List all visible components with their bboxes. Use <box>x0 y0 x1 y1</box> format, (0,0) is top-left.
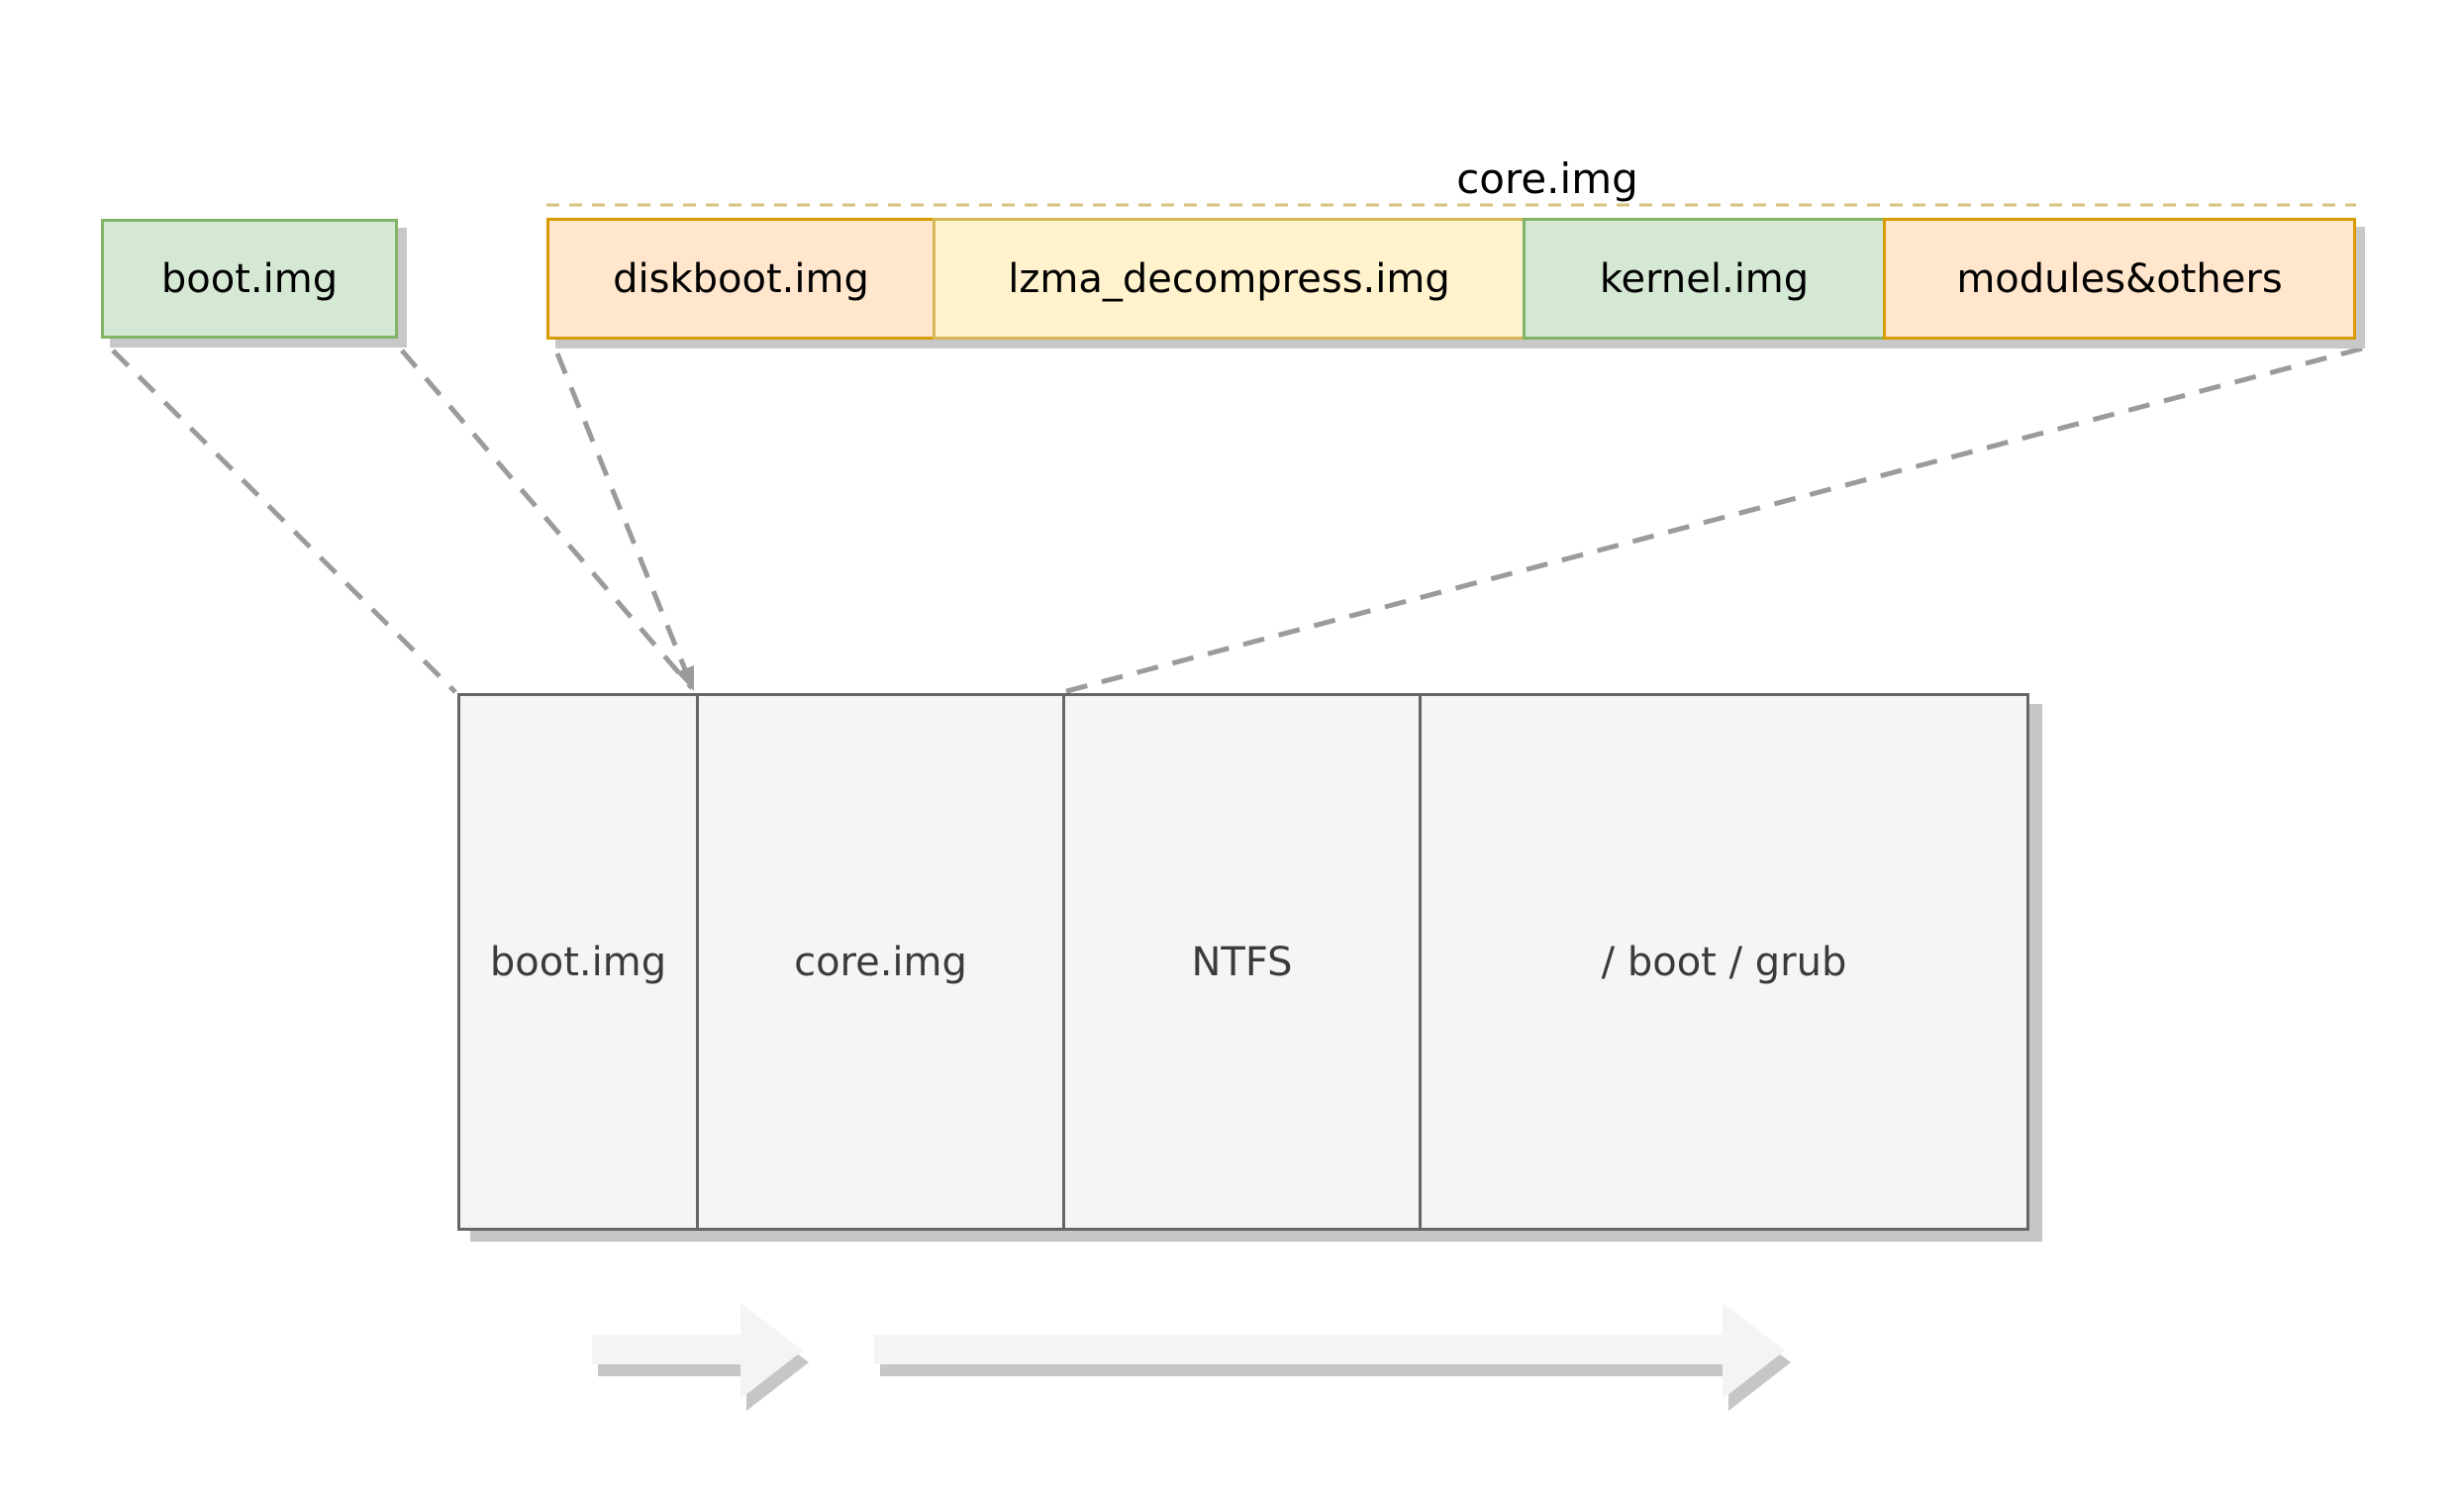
disk-section-ntfs-label: NTFS <box>1191 939 1293 985</box>
disk-section-core-img-label: core.img <box>794 939 967 985</box>
disk-section-boot-grub: / boot / grub <box>1419 696 2026 1228</box>
segment-kernel-label: kernel.img <box>1599 255 1810 302</box>
disk-section-core-img: core.img <box>696 696 1062 1228</box>
segment-modules-others: modules&others <box>1883 218 2356 340</box>
segment-modules-others-label: modules&others <box>1956 255 2283 302</box>
connector-bootimg-right <box>400 349 694 690</box>
boot-img-label: boot.img <box>160 255 339 302</box>
disk-section-boot-img: boot.img <box>460 696 696 1228</box>
core-img-group: diskboot.img lzma_decompress.img kernel.… <box>546 218 2356 340</box>
connector-modules <box>1058 346 2363 696</box>
disk-section-ntfs: NTFS <box>1062 696 1419 1228</box>
disk-section-boot-img-label: boot.img <box>489 939 667 985</box>
segment-lzma-decompress: lzma_decompress.img <box>933 218 1526 340</box>
segment-lzma-decompress-label: lzma_decompress.img <box>1008 255 1450 302</box>
connector-diskboot <box>554 352 690 675</box>
disk-layout-box: boot.img core.img NTFS / boot / grub <box>457 693 2029 1231</box>
small-arrow-shadow <box>598 1315 809 1411</box>
long-arrow-shadow <box>880 1315 1791 1411</box>
long-arrow <box>874 1303 1785 1399</box>
segment-kernel: kernel.img <box>1523 218 1886 340</box>
small-arrow <box>592 1303 803 1399</box>
segment-diskboot-label: diskboot.img <box>613 255 869 302</box>
connector-arrowhead <box>676 665 694 691</box>
disk-section-boot-grub-label: / boot / grub <box>1601 939 1847 985</box>
core-img-title: core.img <box>1456 154 1638 203</box>
connector-bootimg-left <box>111 349 457 694</box>
segment-diskboot: diskboot.img <box>546 218 936 340</box>
boot-img-box: boot.img <box>101 219 398 339</box>
